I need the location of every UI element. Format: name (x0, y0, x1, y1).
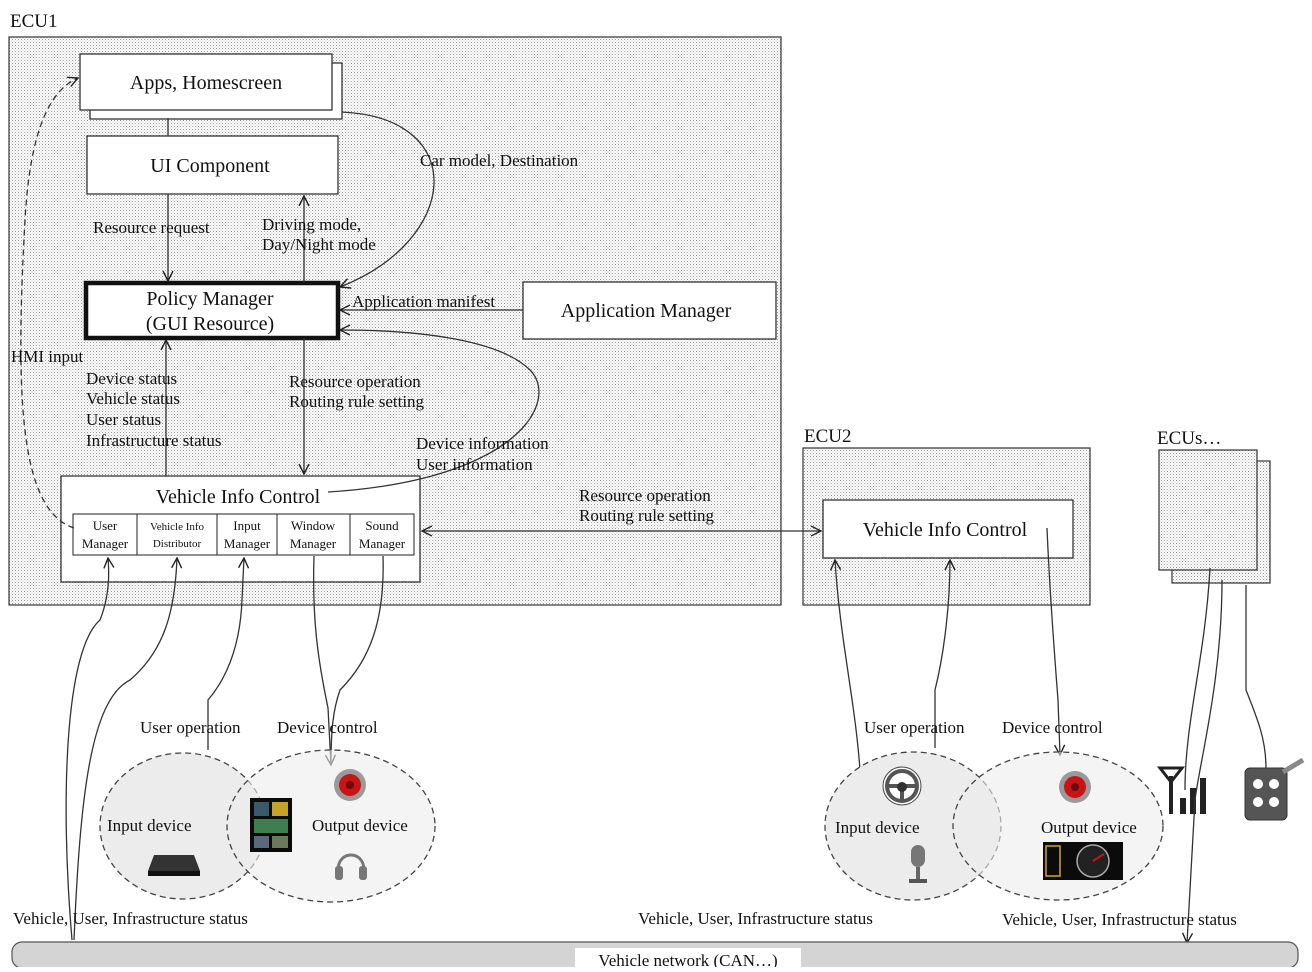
label-output-device-left: Output device (312, 816, 408, 835)
apps-box (79, 53, 333, 111)
touchscreen-icon (250, 798, 292, 852)
submodule-input-manager-l2: Manager (224, 536, 271, 551)
label-car-model: Car model, Destination (420, 151, 579, 170)
apps-label: Apps, Homescreen (130, 72, 282, 94)
ecu1-device-connectors (65, 555, 384, 941)
speaker-icon (334, 769, 366, 801)
output-device-ellipse-left (226, 749, 436, 903)
policy-manager-box (83, 280, 341, 341)
label-input-device-right: Input device (835, 818, 920, 837)
vehicle-network-label: Vehicle network (CAN…) (598, 951, 777, 967)
ecu2-label: ECU2 (804, 426, 852, 447)
submodule-sound-manager-l2: Manager (359, 536, 406, 551)
steering-wheel-icon (882, 766, 922, 806)
submodule-window-manager-l2: Manager (290, 536, 337, 551)
label-device-control-left: Device control (277, 718, 378, 737)
ui-component-label: UI Component (150, 155, 270, 177)
submodule-user-manager-l2: Manager (82, 536, 129, 551)
vehicle-info-control-label: Vehicle Info Control (156, 486, 321, 508)
ecu2-vehicle-info-control-box (822, 499, 1074, 559)
ecu1-connectors (20, 78, 540, 529)
label-device-information: Device information (416, 434, 549, 453)
label-hmi-input: HMI input (11, 347, 84, 366)
status-right: Vehicle, User, Infrastructure status (1002, 910, 1237, 929)
policy-manager-line2: (GUI Resource) (146, 313, 274, 335)
label-user-information: User information (416, 455, 533, 474)
status-left: Vehicle, User, Infrastructure status (13, 909, 248, 928)
submodule-window-manager-l1: Window (291, 518, 336, 533)
label-device-status: Device status (86, 369, 177, 388)
submodule-input-manager-l1: Input (233, 518, 261, 533)
ecu2-vehicle-info-control-label: Vehicle Info Control (863, 519, 1028, 541)
label-driving-mode-2: Day/Night mode (262, 235, 376, 254)
ui-component-box (86, 135, 339, 195)
label-mid-routing-rule: Routing rule setting (579, 506, 715, 525)
application-manager-box (522, 281, 777, 340)
label-resource-operation: Resource operation (289, 372, 421, 391)
label-user-status: User status (86, 410, 161, 429)
label-mid-resource-operation: Resource operation (579, 486, 711, 505)
speaker-icon (1059, 771, 1091, 803)
antenna-icon (1156, 766, 1206, 814)
label-resource-request: Resource request (93, 218, 210, 237)
meter-icon (1043, 842, 1123, 880)
label-application-manifest: Application manifest (352, 292, 495, 311)
application-manager-label: Application Manager (561, 300, 732, 322)
label-user-operation-right: User operation (864, 718, 965, 737)
label-user-operation-left: User operation (140, 718, 241, 737)
ecus-box-front (1158, 449, 1258, 571)
vehicle-network-label-bg (575, 948, 801, 970)
label-routing-rule: Routing rule setting (289, 392, 425, 411)
ecus-connectors (1185, 567, 1267, 943)
ecus-label: ECUs… (1157, 428, 1221, 449)
label-device-control-right: Device control (1002, 718, 1103, 737)
label-output-device-right: Output device (1041, 818, 1137, 837)
keyboard-icon (148, 855, 200, 876)
headphones-icon (335, 853, 367, 880)
ecu1-label: ECU1 (10, 11, 58, 32)
status-mid: Vehicle, User, Infrastructure status (638, 909, 873, 928)
submodule-user-manager-l1: User (93, 518, 118, 533)
label-driving-mode-1: Driving mode, (262, 215, 361, 234)
policy-manager-line1: Policy Manager (146, 288, 274, 310)
submodule-sound-manager-l1: Sound (365, 518, 399, 533)
submodule-row (72, 513, 415, 556)
label-input-device-left: Input device (107, 816, 192, 835)
submodule-vehicle-info-distributor-l1: Vehicle Info (150, 521, 205, 533)
ecu2-device-connectors (835, 527, 1060, 771)
label-vehicle-status: Vehicle status (86, 389, 180, 408)
microphone-icon (909, 845, 927, 883)
key-fob-icon (1244, 757, 1305, 821)
submodule-vehicle-info-distributor-l2: Distributor (153, 538, 202, 550)
label-infrastructure-status: Infrastructure status (86, 431, 221, 450)
